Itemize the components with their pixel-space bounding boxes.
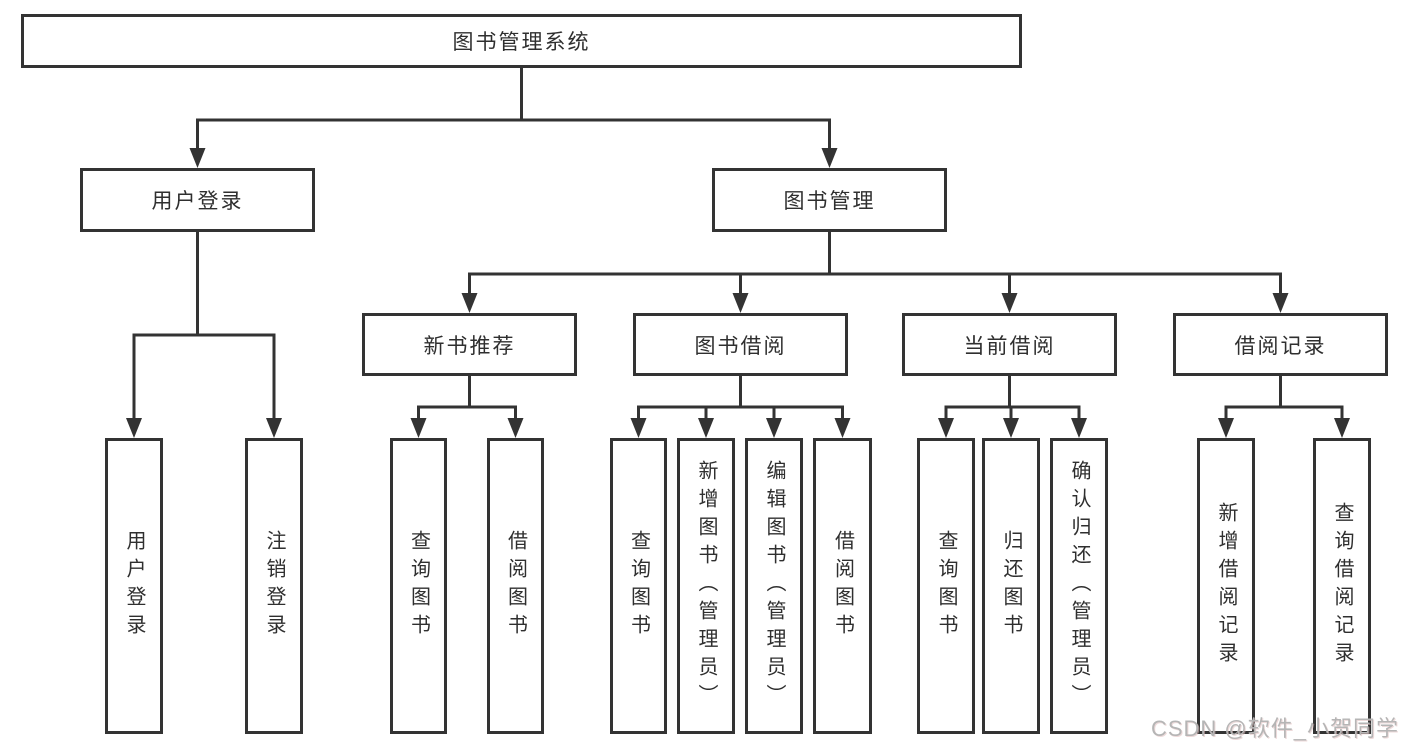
node-label: 当前借阅	[963, 334, 1056, 358]
node-label: 注销登录	[263, 530, 285, 642]
node-label: 借阅记录	[1234, 334, 1327, 358]
leaf-query-books-current: 查询图书	[917, 438, 975, 734]
node-label: 用户登录	[123, 530, 145, 642]
leaf-query-borrow-record: 查询借阅记录	[1313, 438, 1371, 734]
leaf-borrow-books-recommend: 借阅图书	[487, 438, 544, 734]
node-user-login: 用户登录	[80, 168, 315, 232]
leaf-return-books: 归还图书	[982, 438, 1040, 734]
node-label: 借阅图书	[831, 530, 854, 642]
leaf-edit-books-admin: 编辑图书（管理员）	[745, 438, 803, 734]
node-label: 借阅图书	[504, 530, 527, 642]
node-book-borrowing: 图书借阅	[633, 313, 848, 376]
node-borrowing-records: 借阅记录	[1173, 313, 1388, 376]
node-label: 编辑图书（管理员）	[763, 460, 785, 712]
node-label: 归还图书	[1000, 530, 1022, 642]
node-label: 查询图书	[627, 530, 650, 642]
node-label: 新增借阅记录	[1215, 502, 1237, 670]
leaf-add-borrow-record: 新增借阅记录	[1197, 438, 1255, 734]
node-label: 图书管理系统	[452, 31, 591, 54]
leaf-borrow-books: 借阅图书	[813, 438, 872, 734]
leaf-confirm-return-admin: 确认归还（管理员）	[1050, 438, 1108, 734]
node-label: 新书推荐	[423, 334, 516, 358]
node-current-borrowing: 当前借阅	[902, 313, 1117, 376]
csdn-watermark: CSDN @软件_小贺同学	[1150, 716, 1399, 741]
node-library-system: 图书管理系统	[21, 14, 1022, 68]
node-label: 查询图书	[407, 530, 430, 642]
leaf-query-books-recommend: 查询图书	[390, 438, 447, 734]
node-book-management: 图书管理	[712, 168, 947, 232]
node-new-book-recommend: 新书推荐	[362, 313, 577, 376]
node-label: 查询借阅记录	[1331, 502, 1353, 670]
leaf-add-books-admin: 新增图书（管理员）	[677, 438, 735, 734]
node-label: 新增图书（管理员）	[695, 460, 717, 712]
leaf-query-books-borrow: 查询图书	[610, 438, 667, 734]
node-label: 查询图书	[935, 530, 957, 642]
node-label: 图书借阅	[694, 334, 787, 358]
leaf-user-login: 用户登录	[105, 438, 163, 734]
tree-edges	[132, 68, 1344, 420]
arrow-heads	[126, 148, 1350, 438]
leaf-logout: 注销登录	[245, 438, 303, 734]
node-label: 确认归还（管理员）	[1068, 460, 1090, 712]
node-label: 用户登录	[151, 190, 244, 213]
node-label: 图书管理	[783, 190, 876, 213]
